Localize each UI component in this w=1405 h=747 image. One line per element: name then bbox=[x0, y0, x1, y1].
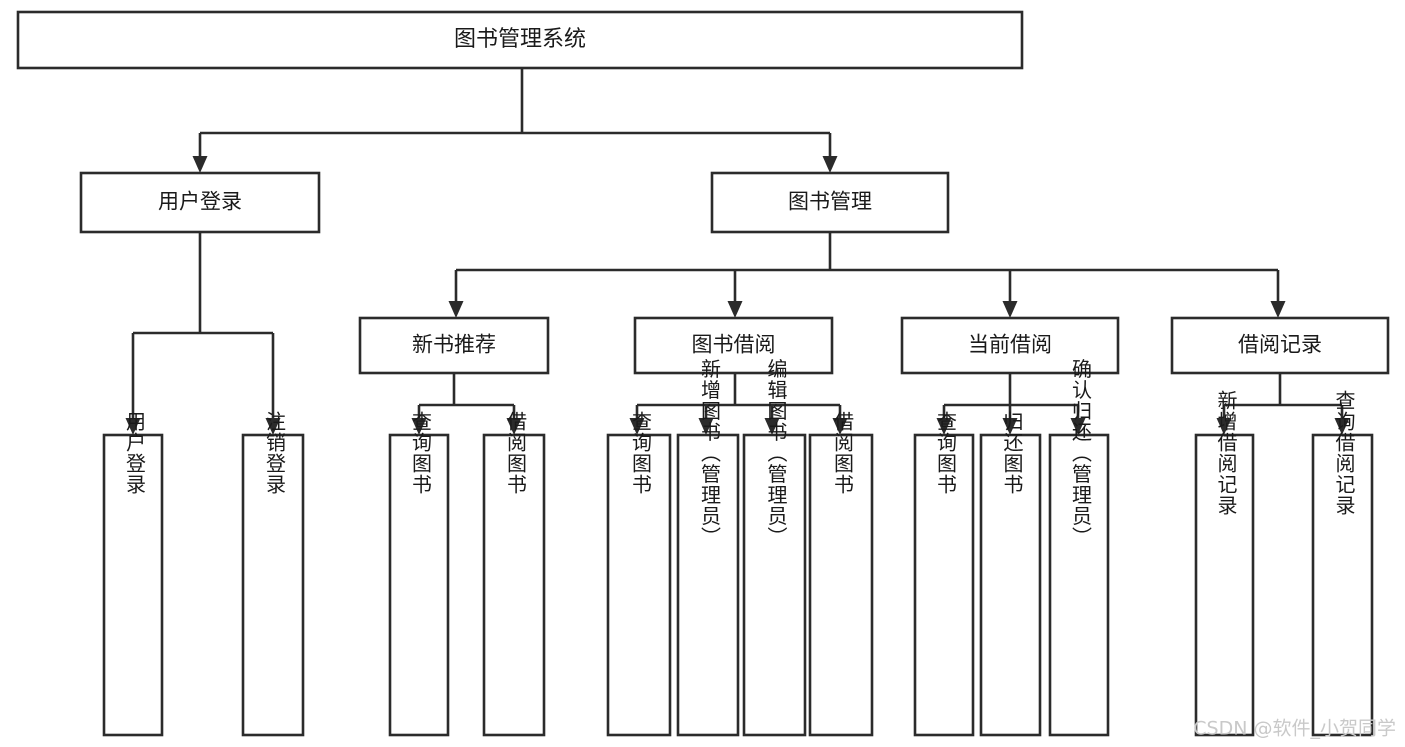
arrow-head-icon bbox=[629, 418, 645, 435]
node-leaf-12-查询借阅记录[interactable]: 查询借阅记录 bbox=[1311, 390, 1374, 737]
node-box[interactable] bbox=[900, 316, 1120, 375]
node-label: 图书借阅 bbox=[692, 333, 776, 357]
node-box[interactable] bbox=[913, 433, 975, 737]
node-level2-2-当前借阅[interactable]: 当前借阅 bbox=[900, 316, 1120, 375]
node-box[interactable] bbox=[16, 10, 1024, 70]
connector-group-3 bbox=[1216, 373, 1350, 435]
arrow-head-icon bbox=[832, 418, 848, 435]
node-box[interactable] bbox=[358, 316, 550, 375]
arrow-head-icon bbox=[411, 418, 427, 435]
node-label: 借阅记录 bbox=[1238, 333, 1322, 357]
arrow-head-icon bbox=[1002, 418, 1018, 435]
node-label: 查询图书 bbox=[409, 411, 433, 495]
node-label: 归还图书 bbox=[1000, 411, 1024, 495]
node-layer: 图书管理系统用户登录图书管理新书推荐图书借阅当前借阅借阅记录用户登录注销登录查询… bbox=[16, 10, 1390, 737]
node-leaf-0-用户登录[interactable]: 用户登录 bbox=[102, 411, 164, 737]
csdn-watermark: CSDN @软件_小贺同学 bbox=[1193, 718, 1396, 740]
node-label: 新增图书（管理员） bbox=[698, 358, 722, 547]
arrow-head-icon bbox=[727, 301, 743, 318]
node-label: 编辑图书（管理员） bbox=[764, 358, 788, 547]
node-box[interactable] bbox=[710, 171, 950, 234]
arrow-head-icon bbox=[1070, 418, 1086, 435]
node-level1-0-用户登录[interactable]: 用户登录 bbox=[79, 171, 321, 234]
node-box[interactable] bbox=[1048, 433, 1110, 737]
arrow-head-icon bbox=[1334, 418, 1350, 435]
node-box[interactable] bbox=[606, 433, 672, 737]
node-leaf-10-确认归还管理员[interactable]: 确认归还（管理员） bbox=[1048, 358, 1110, 737]
arrow-head-icon bbox=[125, 418, 141, 435]
node-label: 查询图书 bbox=[934, 411, 958, 495]
node-label: 借阅图书 bbox=[831, 411, 855, 495]
node-leaf-8-查询图书[interactable]: 查询图书 bbox=[913, 411, 975, 737]
arrow-head-icon bbox=[1270, 301, 1286, 318]
node-label: 查询借阅记录 bbox=[1332, 390, 1356, 516]
arrow-head-icon bbox=[1216, 418, 1232, 435]
node-label: 新增借阅记录 bbox=[1214, 390, 1238, 516]
node-box[interactable] bbox=[102, 433, 164, 737]
node-box[interactable] bbox=[676, 433, 740, 737]
connector-root-to-level1 bbox=[192, 68, 838, 173]
node-label: 借阅图书 bbox=[504, 411, 528, 495]
node-leaf-3-借阅图书[interactable]: 借阅图书 bbox=[482, 411, 546, 737]
node-leaf-4-查询图书[interactable]: 查询图书 bbox=[606, 411, 672, 737]
node-box[interactable] bbox=[742, 433, 807, 737]
node-label: 图书管理系统 bbox=[454, 27, 586, 52]
arrow-head-icon bbox=[764, 418, 780, 435]
node-level2-3-借阅记录[interactable]: 借阅记录 bbox=[1170, 316, 1390, 375]
arrow-head-icon bbox=[936, 418, 952, 435]
node-box[interactable] bbox=[79, 171, 321, 234]
node-label: 当前借阅 bbox=[968, 333, 1052, 357]
node-box[interactable] bbox=[388, 433, 450, 737]
node-label: 用户登录 bbox=[158, 190, 242, 214]
node-leaf-5-新增图书管理员[interactable]: 新增图书（管理员） bbox=[676, 358, 740, 737]
connector-group-2 bbox=[936, 373, 1086, 435]
node-leaf-7-借阅图书[interactable]: 借阅图书 bbox=[808, 411, 874, 737]
node-leaf-1-注销登录[interactable]: 注销登录 bbox=[241, 411, 305, 737]
connector-user-login-to-leaves bbox=[125, 232, 281, 435]
connector-book-management-to-level2 bbox=[448, 232, 1286, 318]
arrow-head-icon bbox=[448, 301, 464, 318]
node-level2-0-新书推荐[interactable]: 新书推荐 bbox=[358, 316, 550, 375]
node-box[interactable] bbox=[1170, 316, 1390, 375]
node-box[interactable] bbox=[808, 433, 874, 737]
node-level1-1-图书管理[interactable]: 图书管理 bbox=[710, 171, 950, 234]
arrow-head-icon bbox=[698, 418, 714, 435]
node-leaf-9-归还图书[interactable]: 归还图书 bbox=[979, 411, 1042, 737]
node-box[interactable] bbox=[979, 433, 1042, 737]
node-box[interactable] bbox=[633, 316, 834, 375]
node-label: 用户登录 bbox=[123, 411, 147, 495]
connector-group-1 bbox=[629, 373, 848, 435]
arrow-head-icon bbox=[822, 156, 838, 173]
node-label: 确认归还（管理员） bbox=[1069, 358, 1093, 547]
node-box[interactable] bbox=[1194, 433, 1255, 737]
arrow-head-icon bbox=[506, 418, 522, 435]
node-label: 注销登录 bbox=[263, 411, 287, 495]
node-root-0-图书管理系统[interactable]: 图书管理系统 bbox=[16, 10, 1024, 70]
node-leaf-11-新增借阅记录[interactable]: 新增借阅记录 bbox=[1194, 390, 1255, 737]
node-level2-1-图书借阅[interactable]: 图书借阅 bbox=[633, 316, 834, 375]
arrow-head-icon bbox=[192, 156, 208, 173]
node-box[interactable] bbox=[482, 433, 546, 737]
connector-layer bbox=[125, 68, 1350, 435]
connector-group-0 bbox=[411, 373, 522, 435]
node-box[interactable] bbox=[1311, 433, 1374, 737]
node-box[interactable] bbox=[241, 433, 305, 737]
arrow-head-icon bbox=[1002, 301, 1018, 318]
node-leaf-6-编辑图书管理员[interactable]: 编辑图书（管理员） bbox=[742, 358, 807, 737]
node-label: 图书管理 bbox=[788, 190, 872, 214]
arrow-head-icon bbox=[265, 418, 281, 435]
node-label: 新书推荐 bbox=[412, 333, 496, 357]
node-label: 查询图书 bbox=[629, 411, 653, 495]
node-leaf-2-查询图书[interactable]: 查询图书 bbox=[388, 411, 450, 737]
